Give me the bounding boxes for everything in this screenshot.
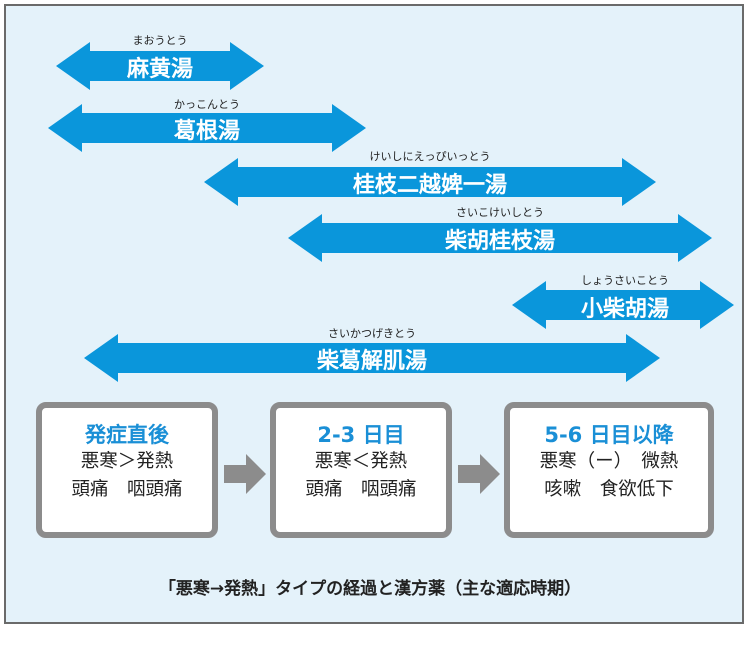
arrow-keishiniekkpiitto: けいしにえっぴいっとう 桂枝二越婢一湯 [204, 150, 656, 206]
arrow-label: 麻黄湯 [126, 56, 193, 82]
arrow-kakkonto: かっこんとう 葛根湯 [48, 98, 366, 152]
stage-box-onset: 発症直後 悪寒＞発熱 頭痛 咽頭痛 [36, 402, 218, 538]
stage-symptoms-2: 頭痛 咽頭痛 [71, 479, 183, 500]
arrow-ruby: けいしにえっぴいっとう [370, 150, 491, 163]
step-arrow-icon [458, 454, 500, 494]
stage-box-day5-6: 5-6 日目以降 悪寒（ー） 微熱 咳嗽 食欲低下 [504, 402, 714, 538]
stage-title: 2-3 日目 [317, 423, 405, 447]
stage-symptoms-1: 悪寒＞発熱 [80, 451, 174, 472]
arrow-ruby: かっこんとう [174, 98, 240, 111]
arrow-label: 柴葛解肌湯 [316, 348, 427, 374]
step-arrow-icon [224, 454, 266, 494]
stage-symptoms-2: 咳嗽 食欲低下 [544, 479, 674, 500]
stage-title: 発症直後 [85, 423, 169, 447]
arrow-maoto: まおうとう 麻黄湯 [56, 34, 264, 90]
stage-symptoms-2: 頭痛 咽頭痛 [305, 479, 417, 500]
arrow-ruby: まおうとう [133, 34, 188, 47]
arrow-shosaikoto: しょうさいことう 小柴胡湯 [512, 274, 734, 329]
arrow-ruby: さいこけいしとう [456, 206, 544, 219]
arrow-label: 葛根湯 [173, 119, 240, 144]
arrow-label: 小柴胡湯 [581, 297, 669, 322]
arrow-saikokeishito: さいこけいしとう 柴胡桂枝湯 [288, 206, 712, 262]
arrow-label: 桂枝二越婢一湯 [353, 172, 507, 198]
stage-title: 5-6 日目以降 [544, 423, 674, 447]
stage-symptoms-1: 悪寒＜発熱 [314, 451, 408, 472]
stage-box-day2-3: 2-3 日目 悪寒＜発熱 頭痛 咽頭痛 [270, 402, 452, 538]
stage-symptoms-1: 悪寒（ー） 微熱 [539, 451, 679, 472]
arrow-ruby: さいかつげきとう [328, 327, 416, 340]
arrow-ruby: しょうさいことう [581, 274, 669, 287]
figure-caption: 「悪寒→発熱」タイプの経過と漢方薬（主な適応時期） [158, 579, 582, 599]
arrow-saikatsugekito: さいかつげきとう 柴葛解肌湯 [84, 327, 660, 382]
arrow-label: 柴胡桂枝湯 [444, 228, 555, 254]
